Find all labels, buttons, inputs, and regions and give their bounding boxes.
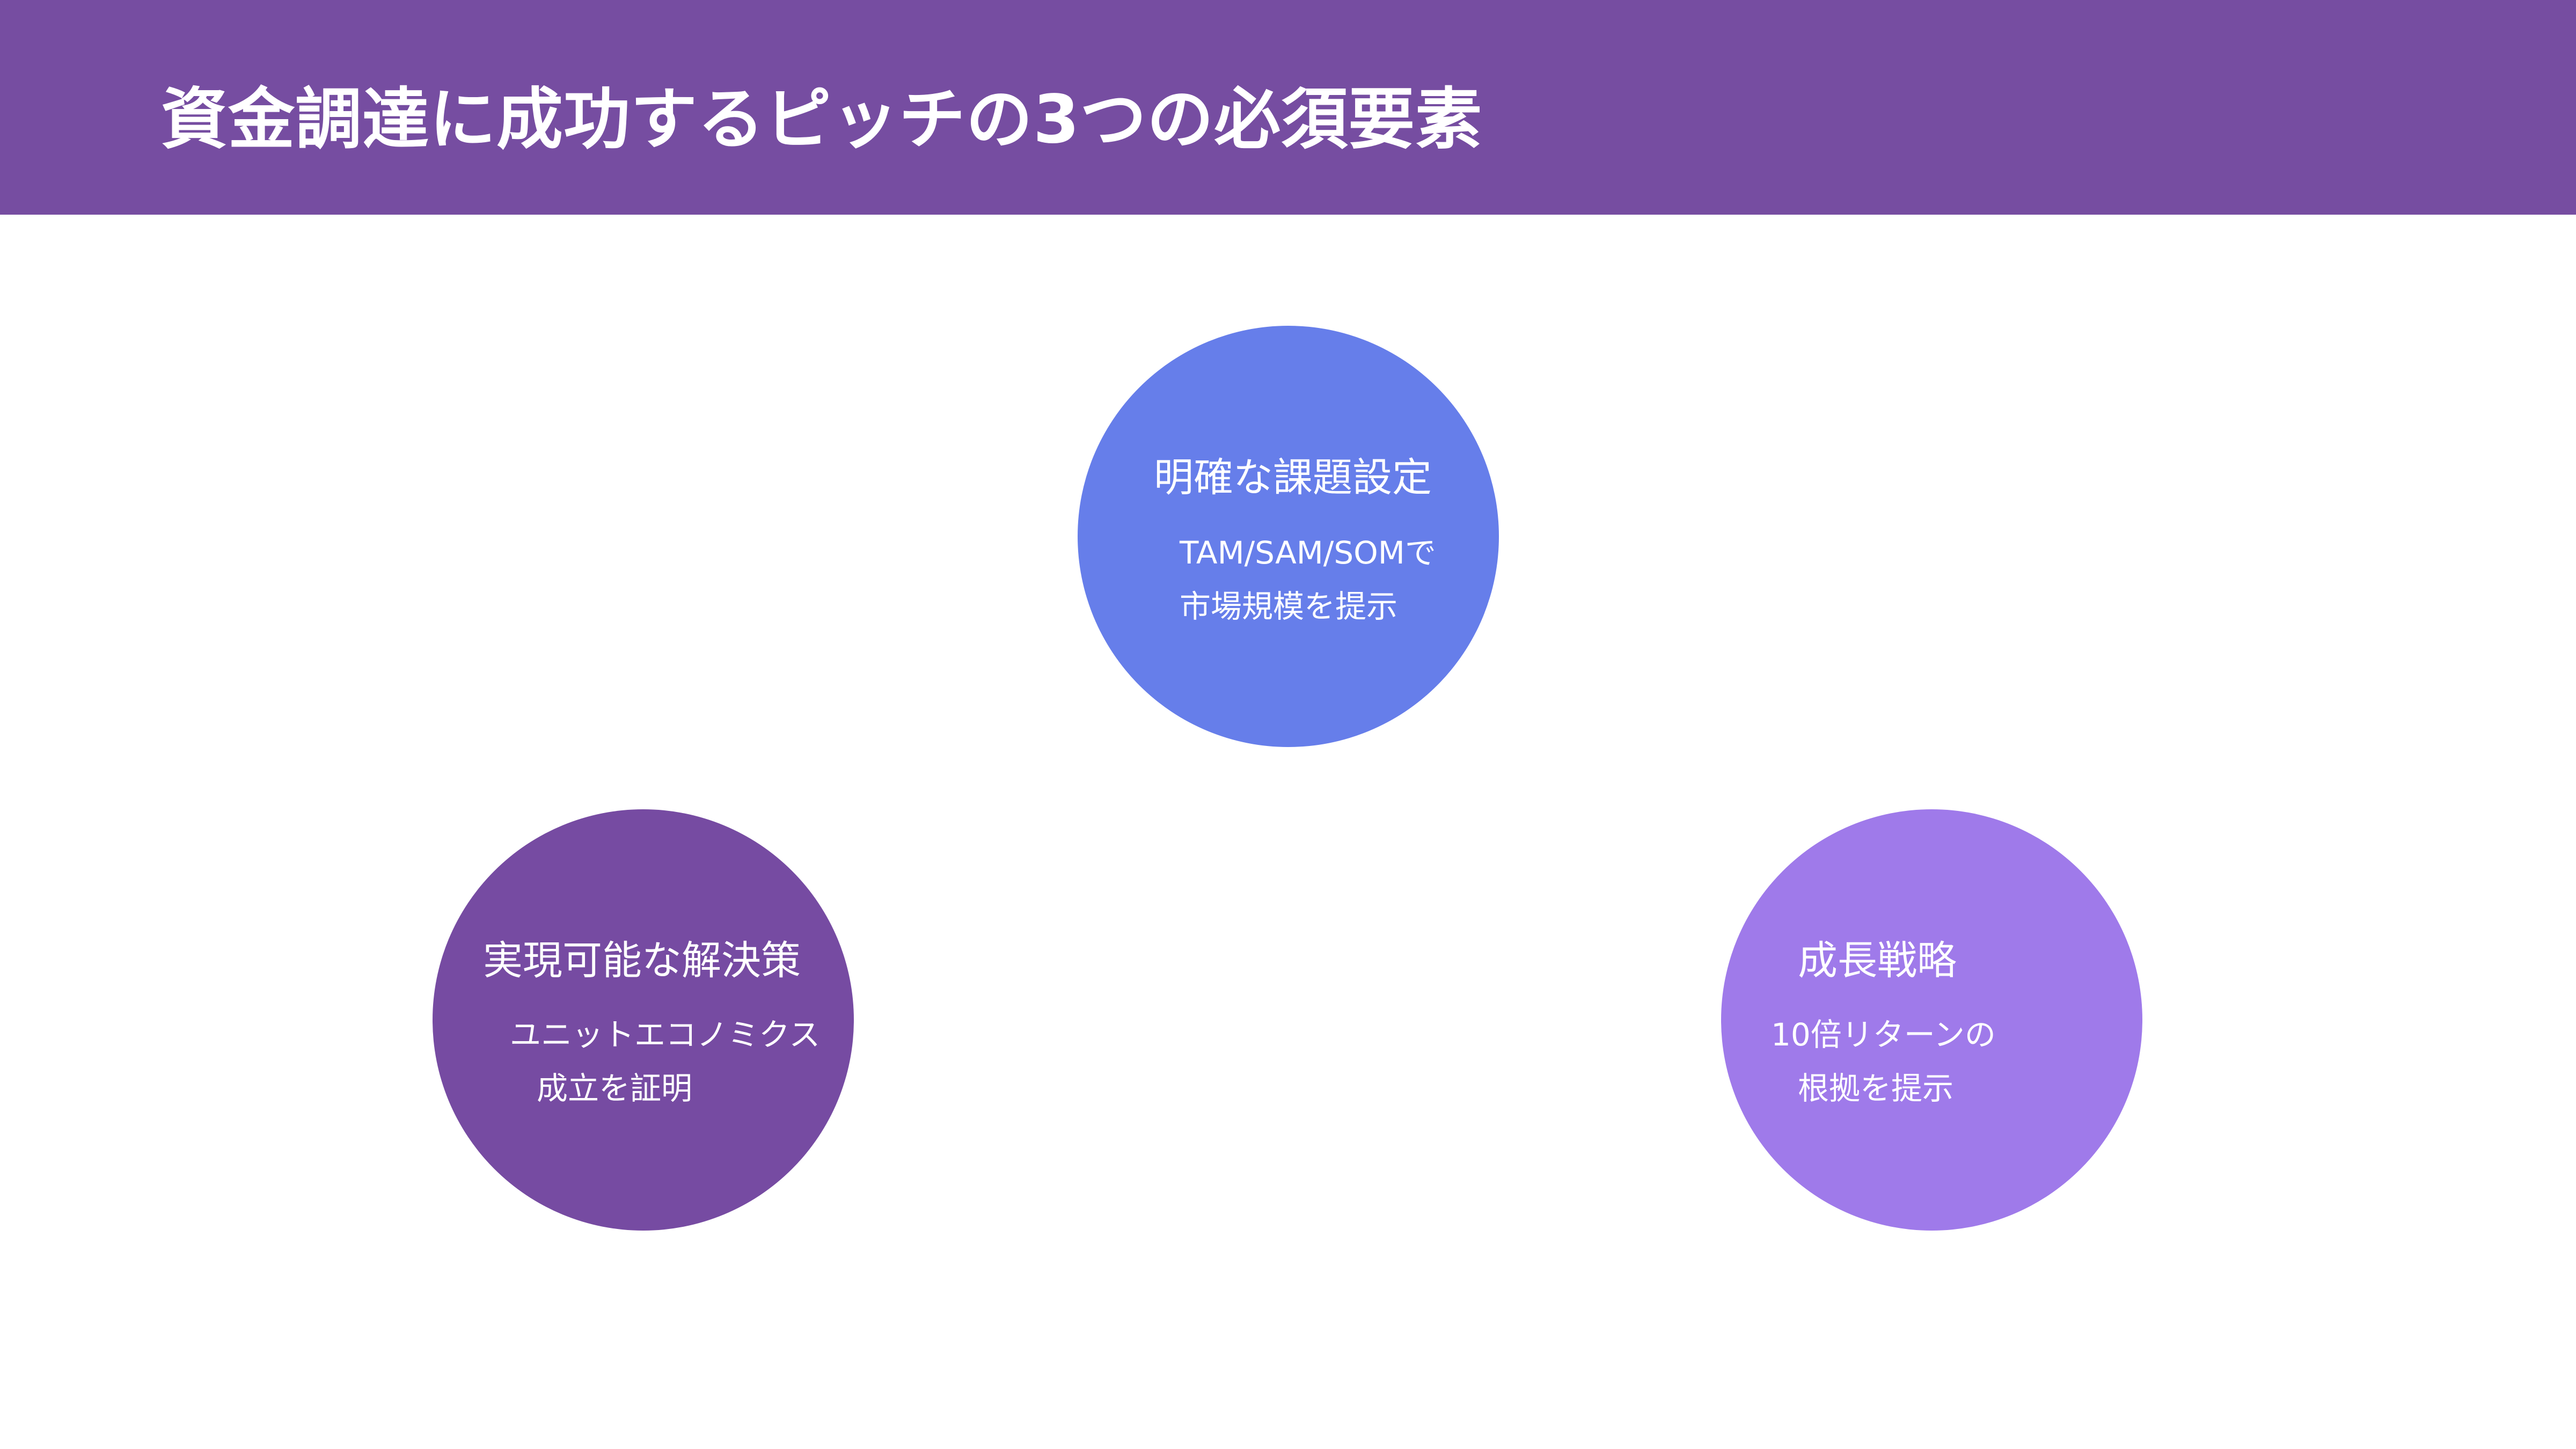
- circle-left-desc-line2: 成立を証明: [537, 1070, 693, 1107]
- circle-clear-problem: [1078, 326, 1499, 747]
- circle-top-label: 明確な課題設定: [1154, 455, 1432, 501]
- circle-left-label: 実現可能な解決策: [483, 938, 801, 984]
- circle-growth-strategy: [1721, 809, 2142, 1231]
- circle-top-desc-line2: 市場規模を提示: [1180, 588, 1398, 625]
- circle-right-desc-line1: 10倍リターンの: [1771, 1016, 1996, 1053]
- slide-title: 資金調達に成功するピッチの3つの必須要素: [161, 81, 1483, 158]
- header-bar: 資金調達に成功するピッチの3つの必須要素: [0, 0, 2576, 215]
- circle-top-desc-line1: TAM/SAM/SOMで: [1180, 535, 1436, 571]
- circle-right-label: 成長戦略: [1798, 938, 1957, 984]
- circle-right-desc-line2: 根拠を提示: [1798, 1070, 1954, 1107]
- circle-feasible-solution: [433, 809, 854, 1231]
- circle-left-desc-line1: ユニットエコノミクス: [510, 1016, 821, 1053]
